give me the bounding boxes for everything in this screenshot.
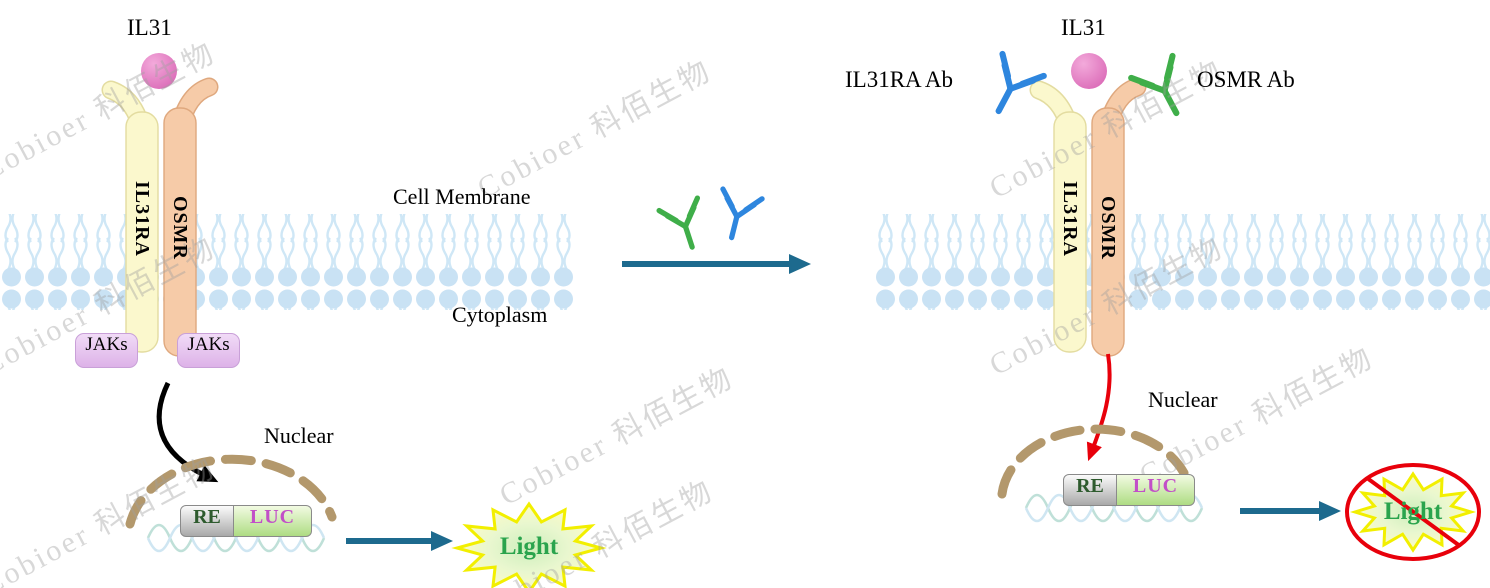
luc-reporter-box-right: LUC: [1117, 474, 1195, 506]
osmr-antibody-label: OSMR Ab: [1197, 67, 1295, 92]
receptor-osmr-right: [1091, 77, 1147, 357]
re-element-box-right: RE: [1063, 474, 1117, 506]
light-starburst-icon-left: [451, 501, 607, 588]
re-element-box-left: RE: [180, 505, 234, 537]
cell-membrane-right: [872, 214, 1490, 310]
jak-box-right: JAKs: [177, 333, 240, 368]
nuclear-label-right: Nuclear: [1148, 387, 1218, 412]
receptor-il31ra-right: [1029, 80, 1087, 353]
antibody-blue-icon-middle: [712, 189, 762, 242]
cytoplasm-label: Cytoplasm: [452, 302, 548, 327]
receptor-osmr-label-right: OSMR: [1097, 196, 1119, 260]
il31ra-antibody-label: IL31RA Ab: [845, 67, 953, 92]
cell-membrane-left: [0, 214, 576, 310]
il31-ligand-ball-icon-right: [1071, 53, 1107, 89]
receptor-osmr-left: [163, 77, 219, 357]
receptor-osmr-label-left: OSMR: [169, 196, 191, 260]
red-crossed-ellipse-icon: [1345, 463, 1481, 561]
cell-membrane-label: Cell Membrane: [393, 184, 531, 209]
ligand-label-left: IL31: [127, 15, 172, 40]
il31-ligand-ball-icon-left: [141, 53, 177, 89]
light-label-left: Light: [499, 533, 559, 560]
nuclear-label-left: Nuclear: [264, 423, 334, 448]
ligand-label-right: IL31: [1061, 15, 1106, 40]
antibody-green-icon-middle: [659, 198, 711, 253]
nuclear-membrane-right: [997, 424, 1189, 499]
receptor-il31ra-left: [101, 80, 159, 353]
luc-reporter-box-left: LUC: [234, 505, 312, 537]
jak-box-left: JAKs: [75, 333, 138, 368]
inhibited-signal-arrow-right: [1086, 353, 1112, 462]
receptor-il31ra-label-right: IL31RA: [1059, 180, 1081, 257]
receptor-il31ra-label-left: IL31RA: [131, 180, 153, 257]
nuclear-membrane-left: [125, 454, 337, 529]
light-label-right: Light: [1383, 498, 1443, 525]
